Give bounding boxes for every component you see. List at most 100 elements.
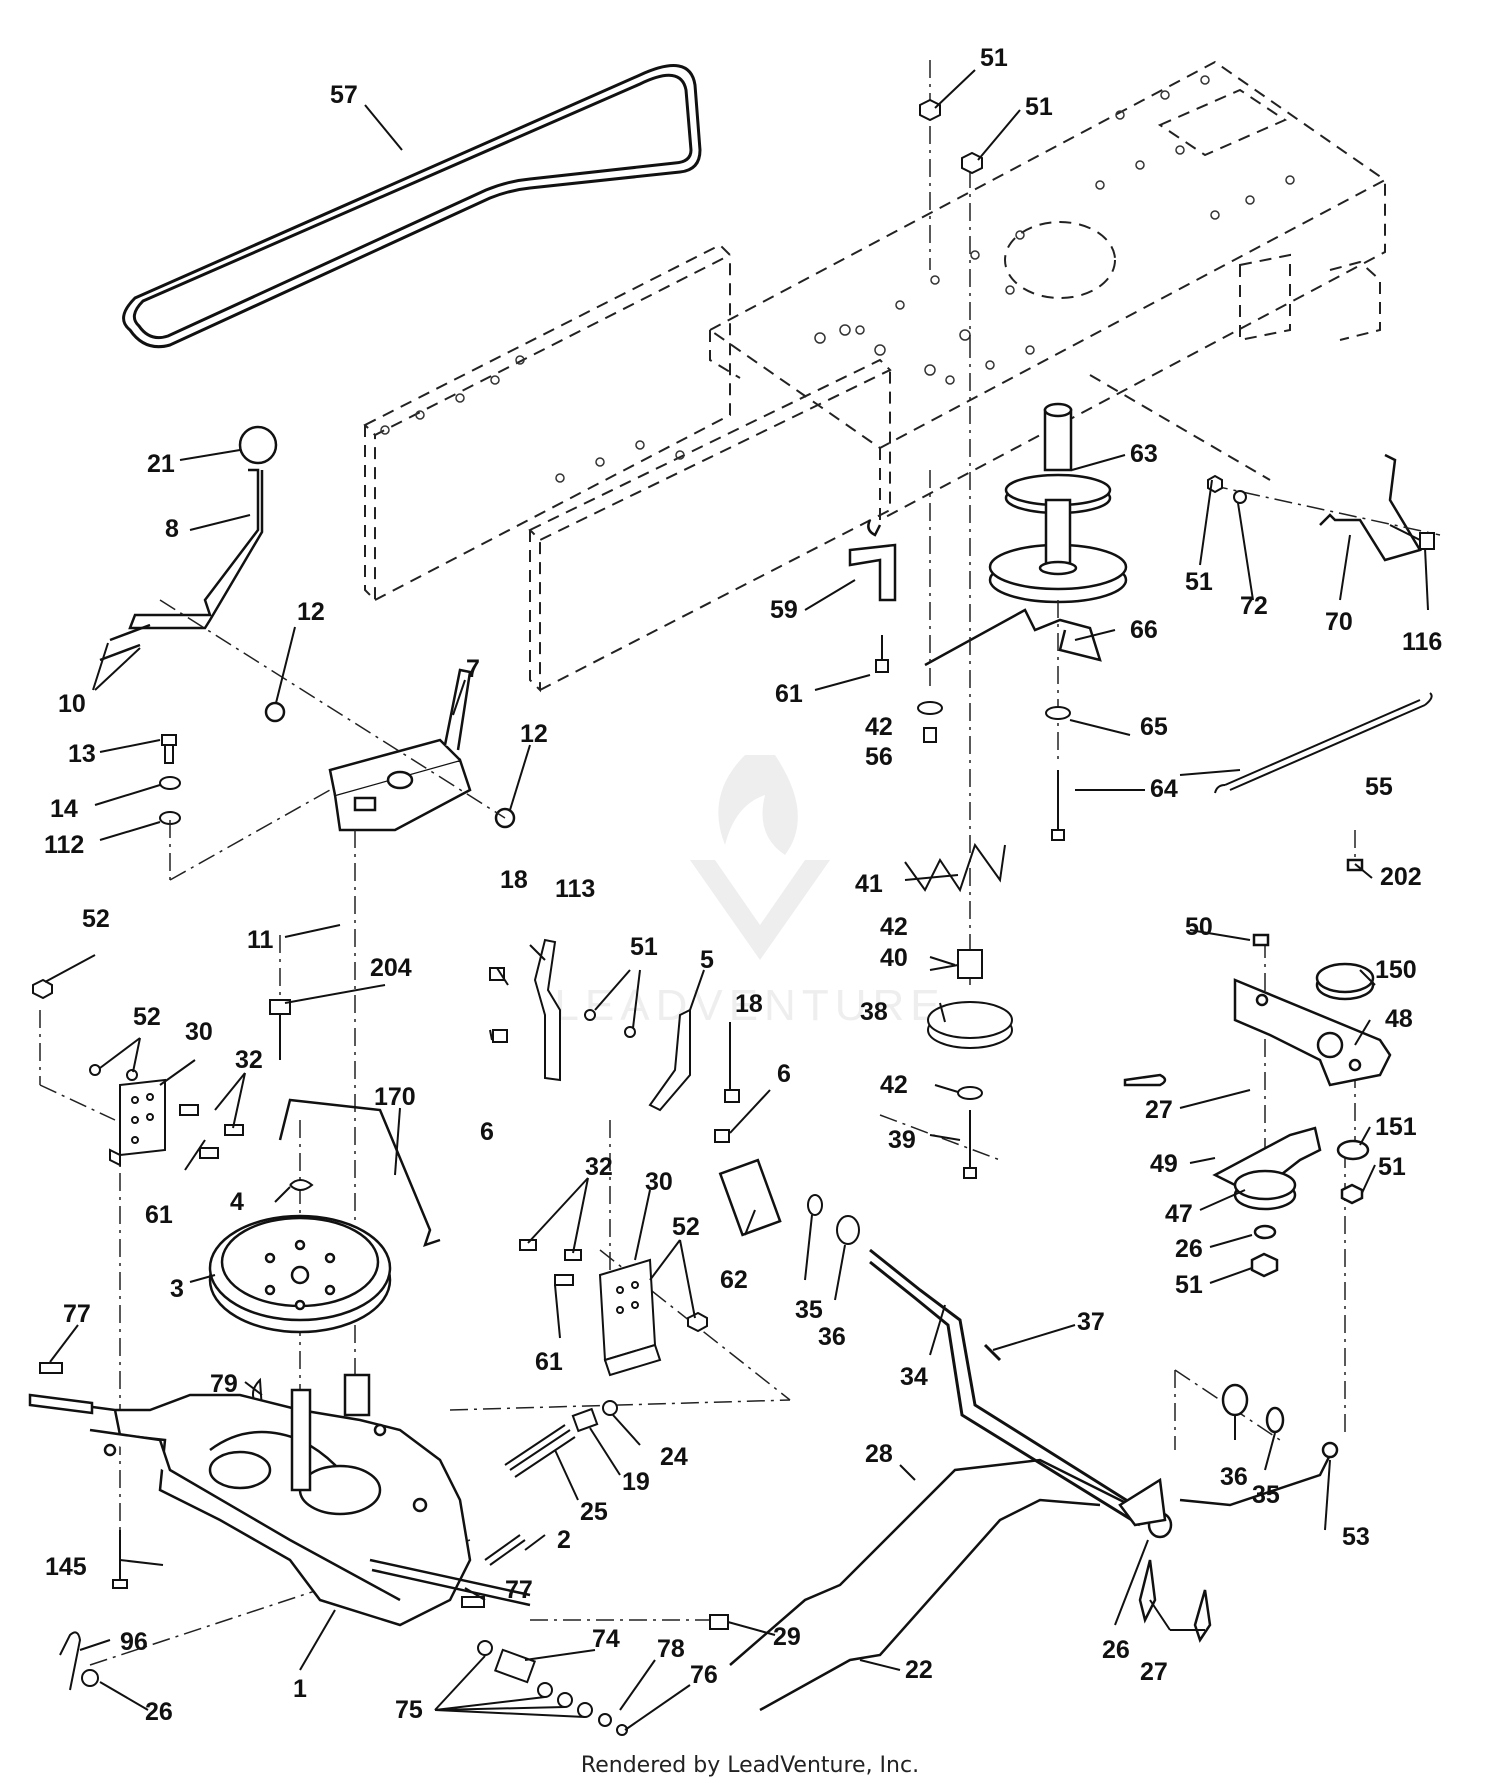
callout-36: 36 bbox=[818, 1323, 846, 1351]
callout-62: 62 bbox=[720, 1266, 748, 1294]
bushing-62 bbox=[718, 1158, 782, 1237]
callout-2: 2 bbox=[557, 1526, 571, 1554]
transaxle-pulley bbox=[208, 1214, 392, 1334]
extension-spring bbox=[1214, 692, 1433, 794]
callout-48: 48 bbox=[1385, 1005, 1413, 1033]
rod-170 bbox=[278, 1098, 441, 1247]
callout-74: 74 bbox=[592, 1625, 620, 1653]
callout-79: 79 bbox=[210, 1370, 238, 1398]
callout-61: 61 bbox=[535, 1348, 563, 1376]
spring-25 bbox=[504, 1424, 576, 1478]
callout-51: 51 bbox=[980, 44, 1008, 72]
spacer-29 bbox=[709, 1614, 729, 1630]
callout-77: 77 bbox=[505, 1576, 533, 1604]
callout-26: 26 bbox=[1102, 1636, 1130, 1664]
callout-22: 22 bbox=[905, 1656, 933, 1684]
callout-77: 77 bbox=[63, 1300, 91, 1328]
callout-41: 41 bbox=[855, 870, 883, 898]
callout-52: 52 bbox=[82, 905, 110, 933]
callout-12: 12 bbox=[520, 720, 548, 748]
bolt-13-stack bbox=[159, 734, 181, 825]
leader-lines bbox=[44, 69, 1429, 1731]
callout-14: 14 bbox=[50, 795, 78, 823]
callout-113: 113 bbox=[555, 875, 595, 903]
callout-75: 75 bbox=[395, 1696, 423, 1724]
callout-26: 26 bbox=[1175, 1235, 1203, 1263]
callout-32: 32 bbox=[585, 1153, 613, 1181]
callout-65: 65 bbox=[1140, 713, 1168, 741]
callout-52: 52 bbox=[133, 1003, 161, 1031]
callout-40: 40 bbox=[880, 944, 908, 972]
bolt-145 bbox=[112, 1530, 128, 1589]
pin-37 bbox=[983, 1343, 1002, 1362]
callout-35: 35 bbox=[795, 1296, 823, 1324]
callout-32: 32 bbox=[235, 1046, 263, 1074]
bolt-204 bbox=[269, 999, 291, 1060]
callout-150: 150 bbox=[1375, 956, 1417, 984]
washer-35a bbox=[807, 1194, 823, 1216]
rod-53-assembly bbox=[1118, 1073, 1339, 1643]
callout-51: 51 bbox=[630, 933, 658, 961]
callout-116: 116 bbox=[1402, 628, 1442, 656]
callout-1: 1 bbox=[293, 1675, 307, 1703]
rod-28 bbox=[729, 1458, 1161, 1666]
callout-59: 59 bbox=[770, 596, 798, 624]
belt-guide-bracket bbox=[848, 519, 897, 602]
callout-25: 25 bbox=[580, 1498, 608, 1526]
callout-27: 27 bbox=[1140, 1658, 1168, 1686]
frame-holes bbox=[380, 75, 1295, 483]
callout-61: 61 bbox=[145, 1201, 173, 1229]
assembly-guide-lines bbox=[39, 60, 1441, 1666]
callout-18: 18 bbox=[735, 990, 763, 1018]
watermark-text: LEADVENTURE bbox=[554, 981, 945, 1030]
rod-22 bbox=[759, 1498, 1101, 1712]
callout-38: 38 bbox=[860, 998, 888, 1026]
washer-12a bbox=[264, 701, 286, 723]
callout-76: 76 bbox=[690, 1661, 718, 1689]
callout-204: 204 bbox=[370, 954, 412, 982]
callout-30: 30 bbox=[185, 1018, 213, 1046]
callout-12: 12 bbox=[297, 598, 325, 626]
callout-42: 42 bbox=[865, 713, 893, 741]
tension-link bbox=[1319, 453, 1422, 562]
callout-10: 10 bbox=[58, 690, 86, 718]
callout-13: 13 bbox=[68, 740, 96, 768]
tractor-frame bbox=[363, 60, 1387, 693]
idler-pulley-assembly bbox=[988, 402, 1128, 604]
axle-spacers bbox=[39, 1362, 628, 1736]
idler-arm-assembly bbox=[1212, 858, 1392, 1278]
callout-6: 6 bbox=[777, 1060, 791, 1088]
callout-18: 18 bbox=[500, 866, 528, 894]
belt-guide-wire bbox=[924, 608, 1102, 667]
transaxle bbox=[28, 1373, 531, 1627]
spring-2 bbox=[484, 1534, 526, 1566]
circlip-4 bbox=[289, 1179, 314, 1191]
callout-50: 50 bbox=[1185, 913, 1213, 941]
callout-36: 36 bbox=[1220, 1463, 1248, 1491]
callout-39: 39 bbox=[888, 1126, 916, 1154]
callout-112: 112 bbox=[44, 831, 84, 859]
shift-lever bbox=[99, 425, 278, 662]
bracket-30-left bbox=[32, 978, 244, 1167]
callout-labels: 57 51 51 21 8 63 51 72 70 116 59 66 12 1… bbox=[44, 44, 1442, 1726]
callout-145: 145 bbox=[45, 1553, 87, 1581]
callout-30: 30 bbox=[645, 1168, 673, 1196]
callout-151: 151 bbox=[1375, 1113, 1417, 1141]
callout-34: 34 bbox=[900, 1363, 928, 1391]
callout-53: 53 bbox=[1342, 1523, 1370, 1551]
spacer-19 bbox=[571, 1407, 599, 1433]
callout-57: 57 bbox=[330, 81, 358, 109]
callout-64: 64 bbox=[1150, 775, 1178, 803]
callout-51: 51 bbox=[1175, 1271, 1203, 1299]
callout-5: 5 bbox=[700, 946, 714, 974]
callout-52: 52 bbox=[672, 1213, 700, 1241]
washer-24 bbox=[602, 1400, 618, 1416]
callout-24: 24 bbox=[660, 1443, 688, 1471]
callout-28: 28 bbox=[865, 1440, 893, 1468]
callout-51: 51 bbox=[1025, 93, 1053, 121]
callout-72: 72 bbox=[1240, 592, 1268, 620]
callout-66: 66 bbox=[1130, 616, 1158, 644]
rendered-by-footer: Rendered by LeadVenture, Inc. bbox=[581, 1753, 919, 1778]
drive-belt bbox=[122, 64, 702, 349]
